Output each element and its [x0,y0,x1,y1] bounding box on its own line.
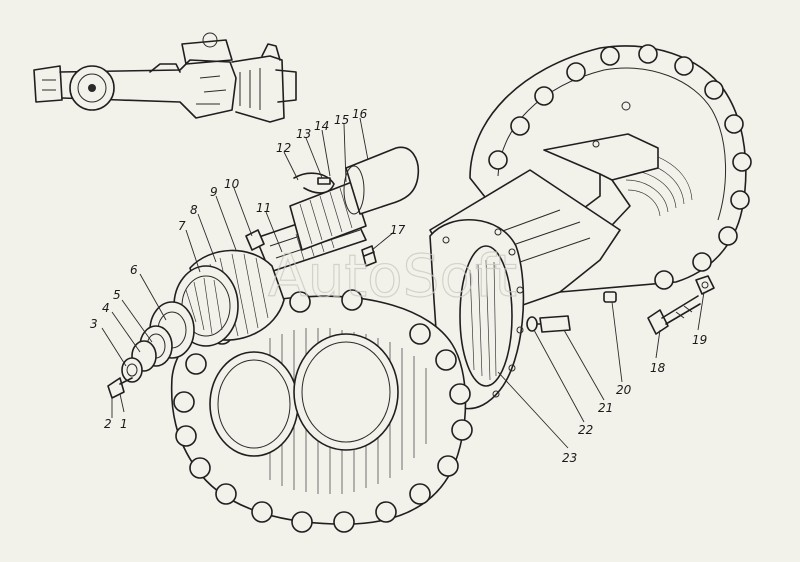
callout-22: 22 [578,423,593,437]
watermark-text: AutoSoft [268,242,517,310]
callout-16: 16 [352,107,368,121]
loose-fasteners [361,245,715,335]
callout-14: 14 [314,119,329,133]
callout-10: 10 [224,177,240,191]
callout-4: 4 [102,301,110,315]
callout-1: 1 [120,417,128,431]
callout-18: 18 [650,361,666,375]
callout-3: 3 [90,317,98,331]
axle-assembly-thumbnail [33,32,297,123]
callout-8: 8 [190,203,198,217]
callout-labels: 2 1 3 4 5 6 7 8 9 10 11 12 13 14 15 16 1… [90,107,707,465]
callout-12: 12 [276,141,291,155]
callout-15: 15 [334,113,349,127]
leader-lines [101,117,705,449]
callout-17: 17 [390,223,406,237]
bearing-and-seals [107,229,285,399]
callout-7: 7 [178,219,186,233]
callout-6: 6 [130,263,138,277]
axle-housing [429,44,752,410]
shaft-and-sleeves [255,146,420,273]
callout-2: 2 [104,417,112,431]
callout-5: 5 [113,288,121,302]
callout-23: 23 [562,451,577,465]
ring-flange-bolt-holes [442,228,524,398]
callout-13: 13 [296,127,311,141]
callout-19: 19 [692,333,707,347]
housing-flange-lugs [488,44,752,290]
callout-20: 20 [616,383,632,397]
callout-9: 9 [210,185,218,199]
front-cover-housing [170,289,473,533]
callout-11: 11 [256,201,271,215]
callout-21: 21 [598,401,613,415]
